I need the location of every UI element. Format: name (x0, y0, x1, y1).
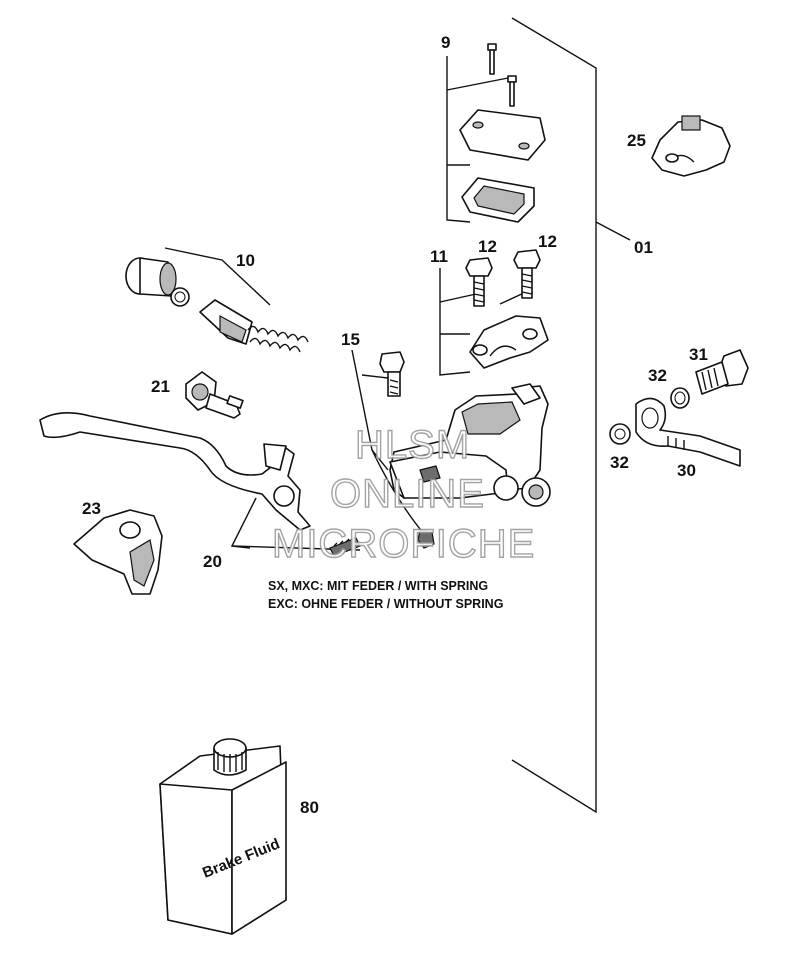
callout-23: 23 (82, 499, 101, 518)
part-21-adjuster (185, 371, 244, 419)
note-without-spring: EXC: OHNE FEDER / WITHOUT SPRING (268, 597, 503, 611)
cover-screw (487, 43, 497, 75)
part-80-brake-fluid-bottle: Brake Fluid (159, 738, 287, 935)
callout-9: 9 (441, 33, 450, 52)
part-30-31-32-brake-line (609, 349, 749, 467)
banjo-bolt-31 (695, 349, 749, 395)
part-10-piston-set (125, 247, 309, 353)
callout-numbers: 9 25 10 11 12 12 01 15 21 31 32 32 30 23… (82, 33, 708, 817)
callout-10: 10 (236, 251, 255, 270)
callout-31: 31 (689, 345, 708, 364)
part-25-clamp (651, 115, 731, 177)
clamp-bolt-12 (465, 257, 493, 307)
watermark-line-2: ONLINE (330, 472, 485, 516)
part-15-pivot-bolt (351, 349, 435, 549)
callout-01: 01 (634, 238, 653, 257)
callout-12b: 12 (538, 232, 557, 251)
callout-12a: 12 (478, 237, 497, 256)
cover-screw (507, 75, 517, 107)
watermark-line-3: MICROFICHE (272, 522, 535, 566)
part-23-lever-boot (73, 509, 163, 595)
spring-notes: SX, MXC: MIT FEDER / WITH SPRING EXC: OH… (268, 579, 503, 611)
part-11-12-clamp-bolts (439, 249, 549, 376)
callout-80: 80 (300, 798, 319, 817)
callout-15: 15 (341, 330, 360, 349)
callout-25: 25 (627, 131, 646, 150)
master-cylinder-body (389, 383, 551, 507)
callout-32b: 32 (610, 453, 629, 472)
callout-20: 20 (203, 552, 222, 571)
watermark-line-1: HLSM (355, 423, 470, 467)
callout-32a: 32 (648, 366, 667, 385)
watermark: HLSM ONLINE MICROFICHE (271, 422, 535, 566)
part-9-reservoir-cover (446, 43, 546, 223)
callout-21: 21 (151, 377, 170, 396)
callout-30: 30 (677, 461, 696, 480)
clamp-bolt-12 (513, 249, 541, 299)
part-20-lever (39, 412, 361, 557)
assembly-bracket-01 (511, 17, 631, 814)
note-with-spring: SX, MXC: MIT FEDER / WITH SPRING (268, 579, 488, 593)
callout-11: 11 (430, 247, 448, 266)
